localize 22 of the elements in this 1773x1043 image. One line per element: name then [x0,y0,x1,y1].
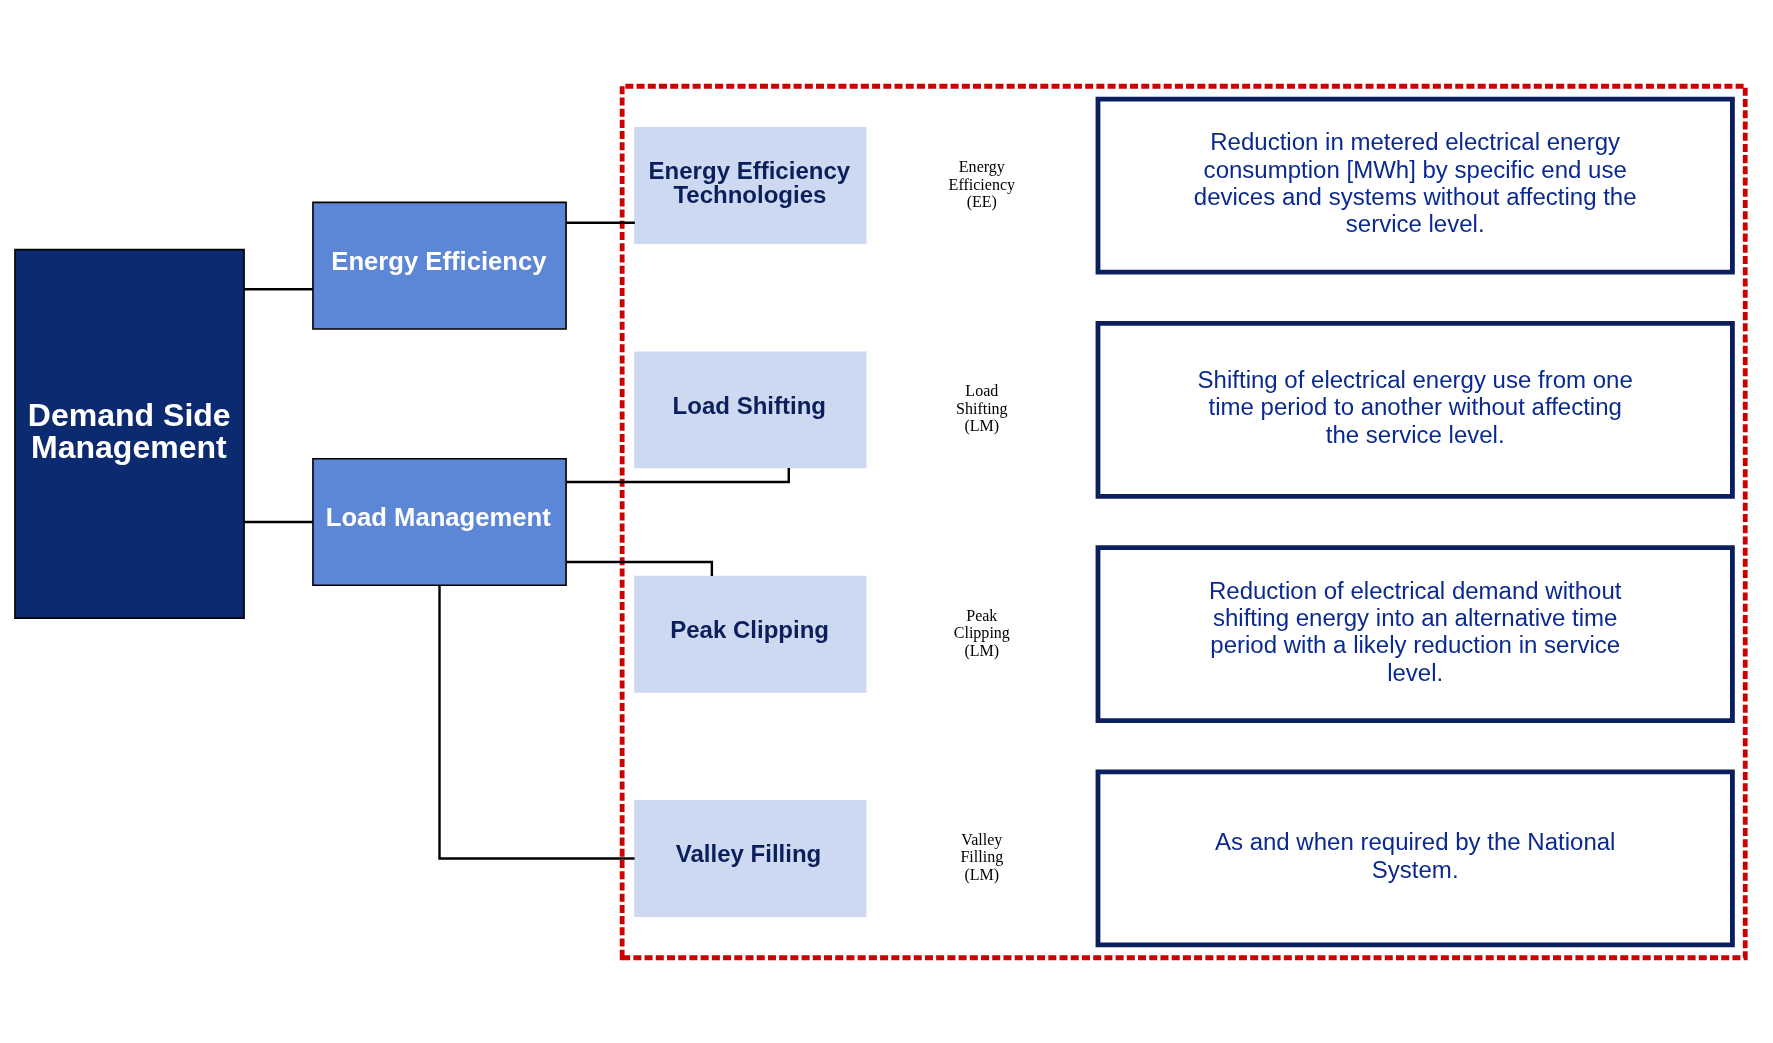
label: Valley Filling (LM) [960,830,1004,883]
node-box: Load Shifting [634,350,867,468]
connector [566,221,635,224]
node-box: Valley Filling [634,799,867,917]
node-box: As and when required by the National System. [1095,769,1735,947]
label: Peak Clipping (LM) [953,606,1010,659]
cluster [619,83,1748,960]
connector [244,520,313,523]
node-box: Energy Efficiency Technologies [634,126,867,244]
connector [566,467,790,483]
node-box: Demand Side Management [14,248,245,619]
connector [438,585,635,860]
node-box: Reduction of electrical demand without shifting energy into an alternative time period with a likely reduction in service level. [1095,544,1735,723]
node-box: Shifting of electrical energy use from one time period to another without affecting the service level. [1095,320,1735,499]
node-box: Reduction in metered electrical energy consumption [MWh] by specific end use devices and systems without affecting the service level. [1095,96,1735,274]
label: Load Shifting (LM) [956,381,1008,434]
connector [566,560,714,576]
connector [244,287,313,290]
node-box: Peak Clipping [634,575,867,693]
node-box: Energy Efficiency [312,201,567,330]
label: Energy Efficiency (EE) [948,157,1016,210]
node-box: Load Management [312,457,567,586]
